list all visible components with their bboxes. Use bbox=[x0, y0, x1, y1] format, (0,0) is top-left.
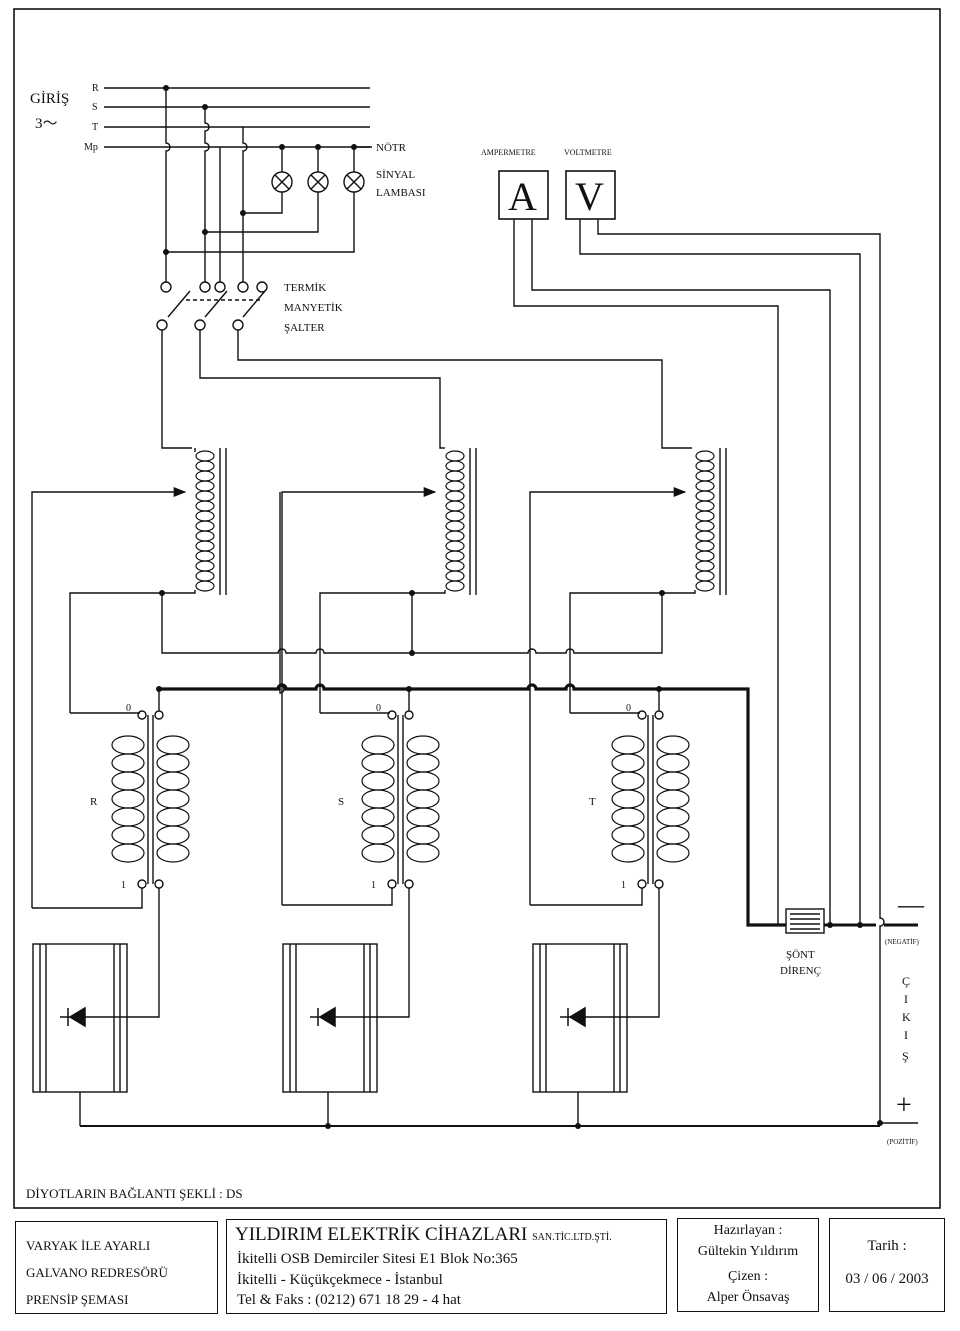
tap-one-s: 1 bbox=[371, 880, 376, 891]
voltmeter-box bbox=[565, 170, 616, 220]
negative-label: (NEGATİF) bbox=[885, 938, 919, 946]
breaker-label-3: ŞALTER bbox=[284, 322, 325, 334]
tap-zero-t: 0 bbox=[626, 703, 631, 714]
line-label-r: R bbox=[92, 83, 99, 94]
output-letter-4: I bbox=[904, 1028, 908, 1042]
phase-label-s: S bbox=[338, 796, 344, 808]
company-name-text: YILDIRIM ELEKTRİK CİHAZLARI bbox=[235, 1224, 528, 1245]
signal-lamp-label-2: LAMBASI bbox=[376, 187, 426, 199]
date-value: 03 / 06 / 2003 bbox=[845, 1271, 929, 1287]
negative-sign: — bbox=[897, 890, 925, 919]
tap-zero-r: 0 bbox=[126, 703, 131, 714]
ammeter-symbol: A bbox=[508, 174, 537, 219]
diode-icon bbox=[60, 1006, 586, 1028]
line-label-t: T bbox=[92, 122, 98, 133]
title-block-company: YILDIRIM ELEKTRİK CİHAZLARI SAN.TİC.LTD.… bbox=[226, 1219, 667, 1314]
company-suffix: SAN.TİC.LTD.ŞTİ. bbox=[532, 1232, 612, 1243]
tap-one-t: 1 bbox=[621, 880, 626, 891]
description-line-2: GALVANO REDRESÖRÜ bbox=[26, 1265, 168, 1280]
title-block-description: VARYAK İLE AYARLI GALVANO REDRESÖRÜ PREN… bbox=[15, 1221, 218, 1314]
prepared-label: Hazırlayan : bbox=[713, 1223, 783, 1238]
wiring bbox=[31, 87, 918, 1127]
output-letter-1: Ç bbox=[902, 974, 910, 988]
output-letter-3: K bbox=[902, 1010, 911, 1024]
notr-label: NÖTR bbox=[376, 142, 407, 154]
description-line-3: PRENSİP ŞEMASI bbox=[26, 1292, 129, 1307]
company-phone: Tel & Faks : (0212) 671 18 29 - 4 hat bbox=[237, 1292, 461, 1308]
drawn-by: Alper Önsavaş bbox=[706, 1290, 790, 1305]
tap-one-r: 1 bbox=[121, 880, 126, 891]
positive-label: (POZİTİF) bbox=[887, 1138, 918, 1146]
junction-dots bbox=[156, 85, 883, 1129]
shunt-label-2: DİRENÇ bbox=[780, 965, 821, 977]
date-label: Tarih : bbox=[867, 1238, 907, 1254]
tap-zero-s: 0 bbox=[376, 703, 381, 714]
line-label-s: S bbox=[92, 102, 98, 113]
ammeter-box bbox=[498, 170, 549, 220]
line-label-mp: Mp bbox=[84, 142, 98, 153]
output-letter-5: Ş bbox=[902, 1049, 909, 1063]
input-phase: 3～ bbox=[35, 116, 58, 132]
input-title: GİRİŞ bbox=[30, 91, 69, 107]
drawn-label: Çizen : bbox=[727, 1269, 769, 1284]
voltmeter-caption: VOLTMETRE bbox=[564, 148, 612, 157]
negative-bus bbox=[159, 683, 786, 927]
drawing-frame bbox=[13, 8, 941, 1209]
breaker-label-2: MANYETİK bbox=[284, 302, 343, 314]
signal-lamp-label-1: SİNYAL bbox=[376, 169, 415, 181]
prepared-by: Gültekin Yıldırım bbox=[697, 1244, 799, 1259]
description-line-1: VARYAK İLE AYARLI bbox=[26, 1238, 151, 1253]
company-address-1: İkitelli OSB Demirciler Sitesi E1 Blok N… bbox=[237, 1251, 518, 1267]
voltmeter-symbol: V bbox=[575, 174, 604, 219]
title-block-date: Tarih : 03 / 06 / 2003 bbox=[829, 1218, 945, 1312]
diode-connection-label: DİYOTLARIN BAĞLANTI ŞEKLİ : DS bbox=[26, 1186, 243, 1201]
company-name: YILDIRIM ELEKTRİK CİHAZLARI SAN.TİC.LTD.… bbox=[235, 1224, 612, 1246]
output-letter-2: I bbox=[904, 992, 908, 1006]
phase-label-t: T bbox=[589, 796, 596, 808]
shunt-label-1: ŞÖNT bbox=[786, 949, 815, 961]
title-block-authors: Hazırlayan : Gültekin Yıldırım Çizen : A… bbox=[677, 1218, 819, 1312]
phase-label-r: R bbox=[90, 796, 98, 808]
ammeter-caption: AMPERMETRE bbox=[481, 148, 536, 157]
breaker-label-1: TERMİK bbox=[284, 282, 326, 294]
positive-sign: + bbox=[896, 1090, 912, 1121]
company-address-2: İkitelli - Küçükçekmece - İstanbul bbox=[237, 1272, 443, 1288]
signal-lamp-icon bbox=[271, 171, 365, 193]
